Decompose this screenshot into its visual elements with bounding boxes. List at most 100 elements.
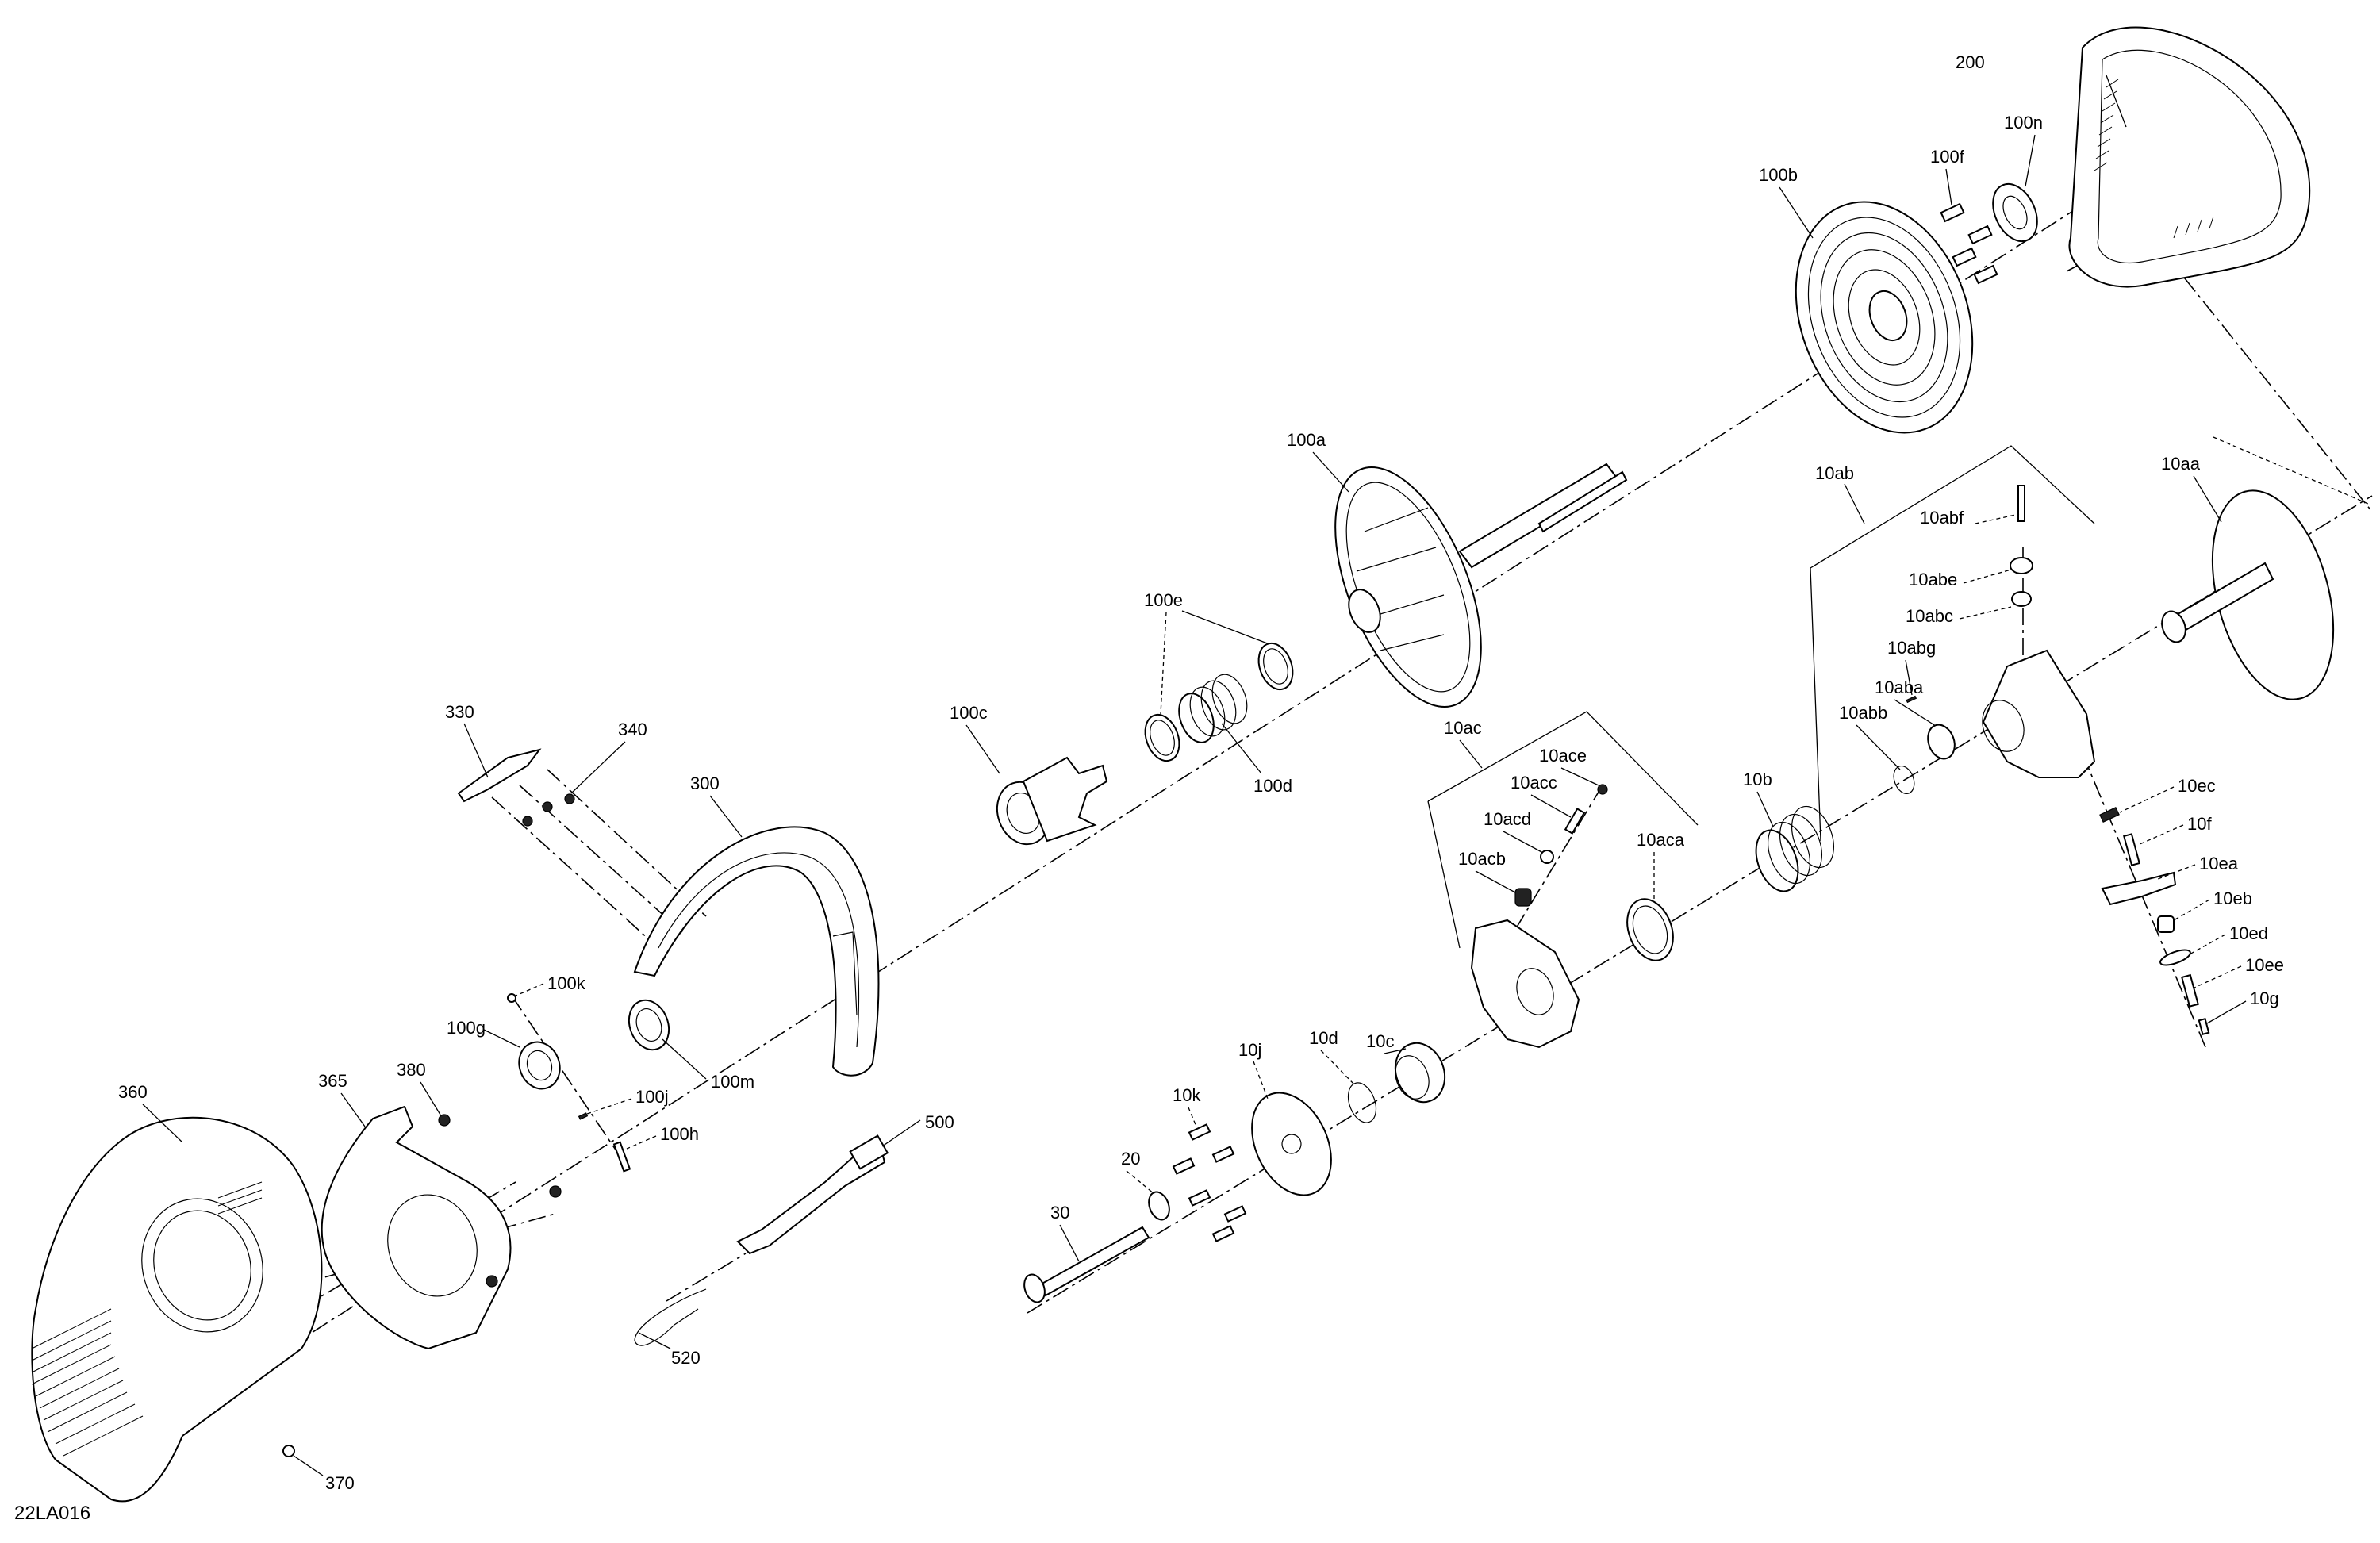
callout-10ace: 10ace [1539, 746, 1587, 766]
callout-100b: 100b [1759, 165, 1798, 185]
callout-100c: 100c [950, 703, 988, 723]
callout-200: 200 [1956, 52, 1985, 72]
part-10aca-ring [1626, 898, 1674, 961]
part-10abe-cap [2010, 557, 2033, 574]
callout-10ec: 10ec [2178, 776, 2216, 796]
callout-10aca: 10aca [1637, 830, 1685, 850]
callout-100g: 100g [447, 1018, 486, 1038]
callout-10f: 10f [2187, 814, 2212, 834]
part-10eb-roller [2157, 915, 2175, 933]
part-10aba-bushing [1927, 724, 1956, 760]
drawing-code: 22LA016 [14, 1503, 90, 1524]
callout-10aa: 10aa [2161, 454, 2201, 474]
callout-20: 20 [1121, 1149, 1140, 1169]
part-100a-shaft-sheave [1334, 463, 1628, 708]
callout-10ed: 10ed [2229, 923, 2268, 943]
part-10acd-washer [1540, 850, 1554, 864]
part-10ee-bolt [2181, 973, 2199, 1008]
part-10abb-ring [1893, 765, 1915, 795]
part-30-bolt [1023, 1226, 1150, 1303]
callout-10abf: 10abf [1920, 508, 1964, 528]
part-300-belt-guard [633, 826, 880, 1077]
part-10ac-spider [1470, 919, 1580, 1049]
part-380-screws [438, 1114, 562, 1288]
callout-100m: 100m [711, 1072, 754, 1092]
part-10k-screws [1172, 1123, 1247, 1242]
callout-10abb: 10abb [1839, 703, 1887, 723]
callout-100e: 100e [1144, 590, 1183, 610]
part-10g-screw [2198, 1018, 2210, 1035]
callout-520: 520 [671, 1348, 701, 1368]
callout-10abg: 10abg [1887, 638, 1936, 658]
part-10abg-pin [1906, 695, 1917, 704]
part-10abf-screw [2017, 485, 2025, 522]
callout-340: 340 [618, 720, 647, 739]
part-10ea-arm [2101, 871, 2177, 906]
part-100j-spring [578, 1112, 589, 1120]
callout-10eb: 10eb [2213, 889, 2252, 908]
callout-10abe: 10abe [1909, 570, 1957, 589]
callout-10acd: 10acd [1484, 809, 1531, 829]
part-100h-screw [612, 1141, 631, 1173]
callout-330: 330 [445, 702, 474, 722]
callout-365: 365 [318, 1071, 347, 1091]
callout-10d: 10d [1309, 1028, 1338, 1048]
part-500-latch [736, 1134, 889, 1255]
part-20-washer [1148, 1191, 1170, 1221]
part-10d-oring [1347, 1082, 1377, 1123]
callout-100a: 100a [1287, 430, 1326, 450]
part-10acb-roller [1514, 888, 1532, 907]
leader-lines [142, 75, 2247, 1476]
part-330-bracket [457, 748, 542, 803]
callout-10ac: 10ac [1444, 718, 1482, 738]
part-10c-bearing [1394, 1042, 1446, 1104]
part-100c-cam [996, 756, 1108, 846]
part-100f-rollers [1940, 202, 1998, 285]
callout-10b: 10b [1743, 770, 1772, 789]
part-10ab-sheave-hub [1982, 649, 2096, 778]
part-10ec-screw [2099, 807, 2120, 823]
callout-100j: 100j [635, 1087, 669, 1107]
callout-10j: 10j [1238, 1040, 1261, 1060]
part-340-screws [522, 793, 575, 827]
part-100b-sheave [1795, 201, 1974, 434]
callout-380: 380 [397, 1060, 426, 1080]
callout-10k: 10k [1173, 1085, 1201, 1105]
callout-10ea: 10ea [2199, 854, 2239, 873]
part-100e-washers [1144, 642, 1294, 762]
callout-10g: 10g [2250, 988, 2279, 1008]
callout-10aba: 10aba [1875, 677, 1924, 697]
part-10abc-nut [2011, 591, 2032, 607]
callout-500: 500 [925, 1112, 954, 1132]
part-10ed-washer [2159, 949, 2191, 966]
callout-370: 370 [325, 1473, 355, 1493]
part-100k-ball [507, 993, 516, 1003]
callout-100k: 100k [547, 973, 586, 993]
part-10ace-screw [1597, 784, 1608, 795]
part-520-hairpin [634, 1288, 707, 1346]
part-100d-spring [1178, 674, 1248, 743]
callout-10abc: 10abc [1906, 606, 1953, 626]
callout-10ee: 10ee [2245, 955, 2284, 975]
part-100g-ratchet [518, 1041, 561, 1090]
part-200-drive-belt [2068, 26, 2311, 288]
part-10f-pin [2123, 833, 2140, 866]
part-10aa-sheave [2161, 489, 2335, 700]
callout-300: 300 [690, 773, 720, 793]
part-360-housing [31, 1116, 323, 1503]
part-10j-plate [1251, 1092, 1332, 1196]
callout-10ab: 10ab [1815, 463, 1854, 483]
callout-10acc: 10acc [1511, 773, 1557, 793]
part-100n-bearing [1992, 182, 2038, 243]
callout-100n: 100n [2004, 113, 2043, 132]
callout-100d: 100d [1253, 776, 1292, 796]
callout-labels: 200 100n 100f 100b 100a 10ab 10aa 10abf … [118, 52, 2284, 1493]
part-10acc-pin [1564, 808, 1586, 835]
part-365-cover [321, 1105, 512, 1350]
part-370-screw [282, 1445, 295, 1457]
part-10b-spring [1755, 805, 1834, 892]
assembly-brackets [1427, 436, 2369, 949]
callout-30: 30 [1050, 1203, 1069, 1223]
part-100m-washer [628, 999, 670, 1051]
